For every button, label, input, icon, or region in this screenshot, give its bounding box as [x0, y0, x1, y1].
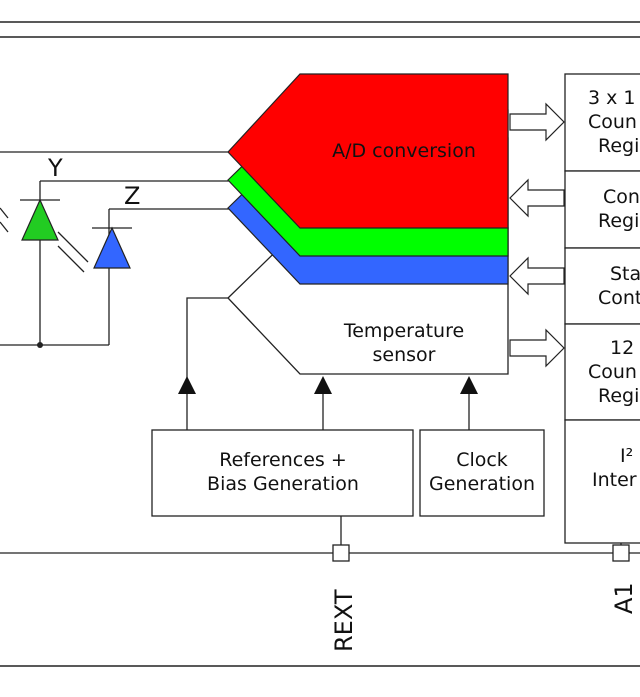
clock-label-line1: Clock — [456, 449, 508, 471]
register-4-line2: Inter — [592, 469, 637, 491]
register-0-line3: Regi — [598, 135, 639, 157]
register-status — [564, 247, 640, 325]
junction-dot — [37, 342, 43, 348]
rext-pin-square — [332, 544, 350, 562]
ad-conversion-label: A/D conversion — [332, 140, 476, 162]
clock-to-temp-arrow — [460, 376, 478, 430]
register-1-line1: Con — [603, 186, 640, 208]
register-2-line1: Sta — [610, 263, 640, 285]
a1-pin-label: A1 — [610, 582, 638, 614]
register-counter-12 — [564, 323, 640, 421]
register-column: 3 x 1 Coun Regi Con Regi Sta Cont 12 Cou… — [564, 73, 640, 544]
bias-to-temp-arrow — [314, 376, 332, 430]
led-blue-shape — [93, 226, 131, 269]
register-4-line1: I² — [620, 445, 633, 467]
bias-feed-arrow — [178, 297, 228, 430]
clock-label-line2: Generation — [429, 473, 535, 495]
register-0-line1: 3 x 1 — [588, 87, 636, 109]
register-control — [564, 170, 640, 249]
register-3-line1: 12 — [610, 337, 634, 359]
references-label-line1: References + — [219, 449, 347, 471]
temperature-label-line2: sensor — [373, 344, 436, 366]
hollow-arrow-left-3 — [509, 256, 565, 296]
register-1-line2: Regi — [598, 210, 639, 232]
hollow-arrow-right-4 — [509, 328, 565, 368]
clock-generation-block — [419, 429, 545, 517]
a1-pin-square — [612, 544, 630, 562]
register-3-line3: Regi — [598, 385, 639, 407]
photodiode-blue-icon — [57, 209, 132, 345]
ad-conversion-block — [227, 73, 509, 229]
register-2-line2: Cont — [598, 287, 640, 309]
hollow-arrow-right-1 — [509, 102, 565, 142]
hollow-arrow-left-2 — [509, 178, 565, 218]
rext-pin-label: REXT — [330, 589, 358, 652]
register-3-line2: Coun — [588, 361, 637, 383]
led-green-shape — [21, 198, 59, 241]
references-label-line2: Bias Generation — [207, 473, 359, 495]
register-i2c-interface — [564, 419, 640, 544]
references-bias-block — [151, 429, 414, 517]
photodiode-green-icon — [0, 181, 60, 345]
signal-z-label: Z — [124, 182, 140, 210]
register-counter-3x — [564, 73, 640, 172]
signal-y-label: Y — [47, 154, 63, 182]
register-0-line2: Coun — [588, 111, 637, 133]
temperature-label-line1: Temperature — [343, 320, 464, 342]
